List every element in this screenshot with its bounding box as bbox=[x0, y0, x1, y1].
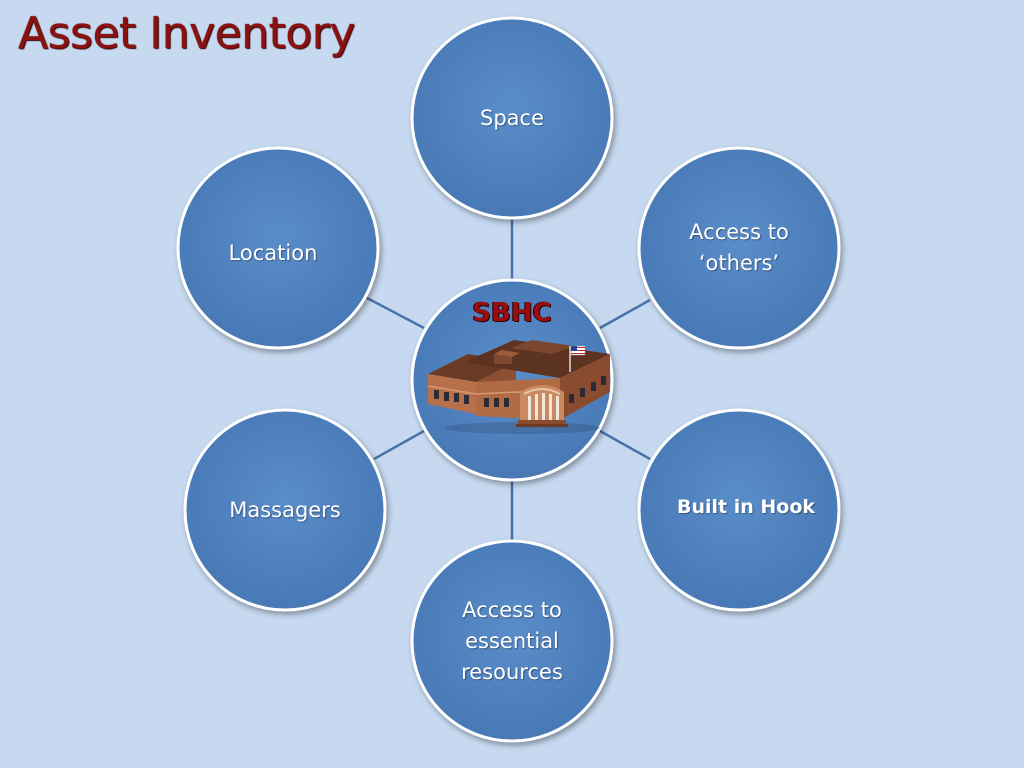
connector-location bbox=[366, 296, 425, 330]
node-circle-location bbox=[176, 146, 380, 350]
node-circle-access-to-essential-resources bbox=[410, 539, 614, 743]
node-label-space: Space bbox=[480, 105, 544, 130]
connector-massagers bbox=[373, 429, 425, 461]
node-circle-built-in-hook bbox=[637, 408, 841, 612]
school-building-icon bbox=[427, 340, 610, 434]
node-label-massagers: Massagers bbox=[229, 497, 341, 522]
slide-title: Asset Inventory bbox=[18, 8, 355, 59]
node-label-location: Location bbox=[228, 240, 318, 265]
node-label-built-in-hook: Built in Hook bbox=[676, 495, 816, 518]
connector-access-to-others bbox=[599, 298, 651, 330]
node-circle-access-to-others bbox=[637, 146, 841, 350]
node-circle-space bbox=[410, 16, 614, 220]
center-label: SBHC bbox=[472, 298, 552, 328]
connector-built-in-hook bbox=[599, 429, 651, 461]
node-label-access-to-essential-resources: Access to essential resources bbox=[461, 597, 563, 684]
node-label-access-to-others: Access to ‘others’ bbox=[689, 220, 789, 275]
node-circle-massagers bbox=[183, 408, 387, 612]
